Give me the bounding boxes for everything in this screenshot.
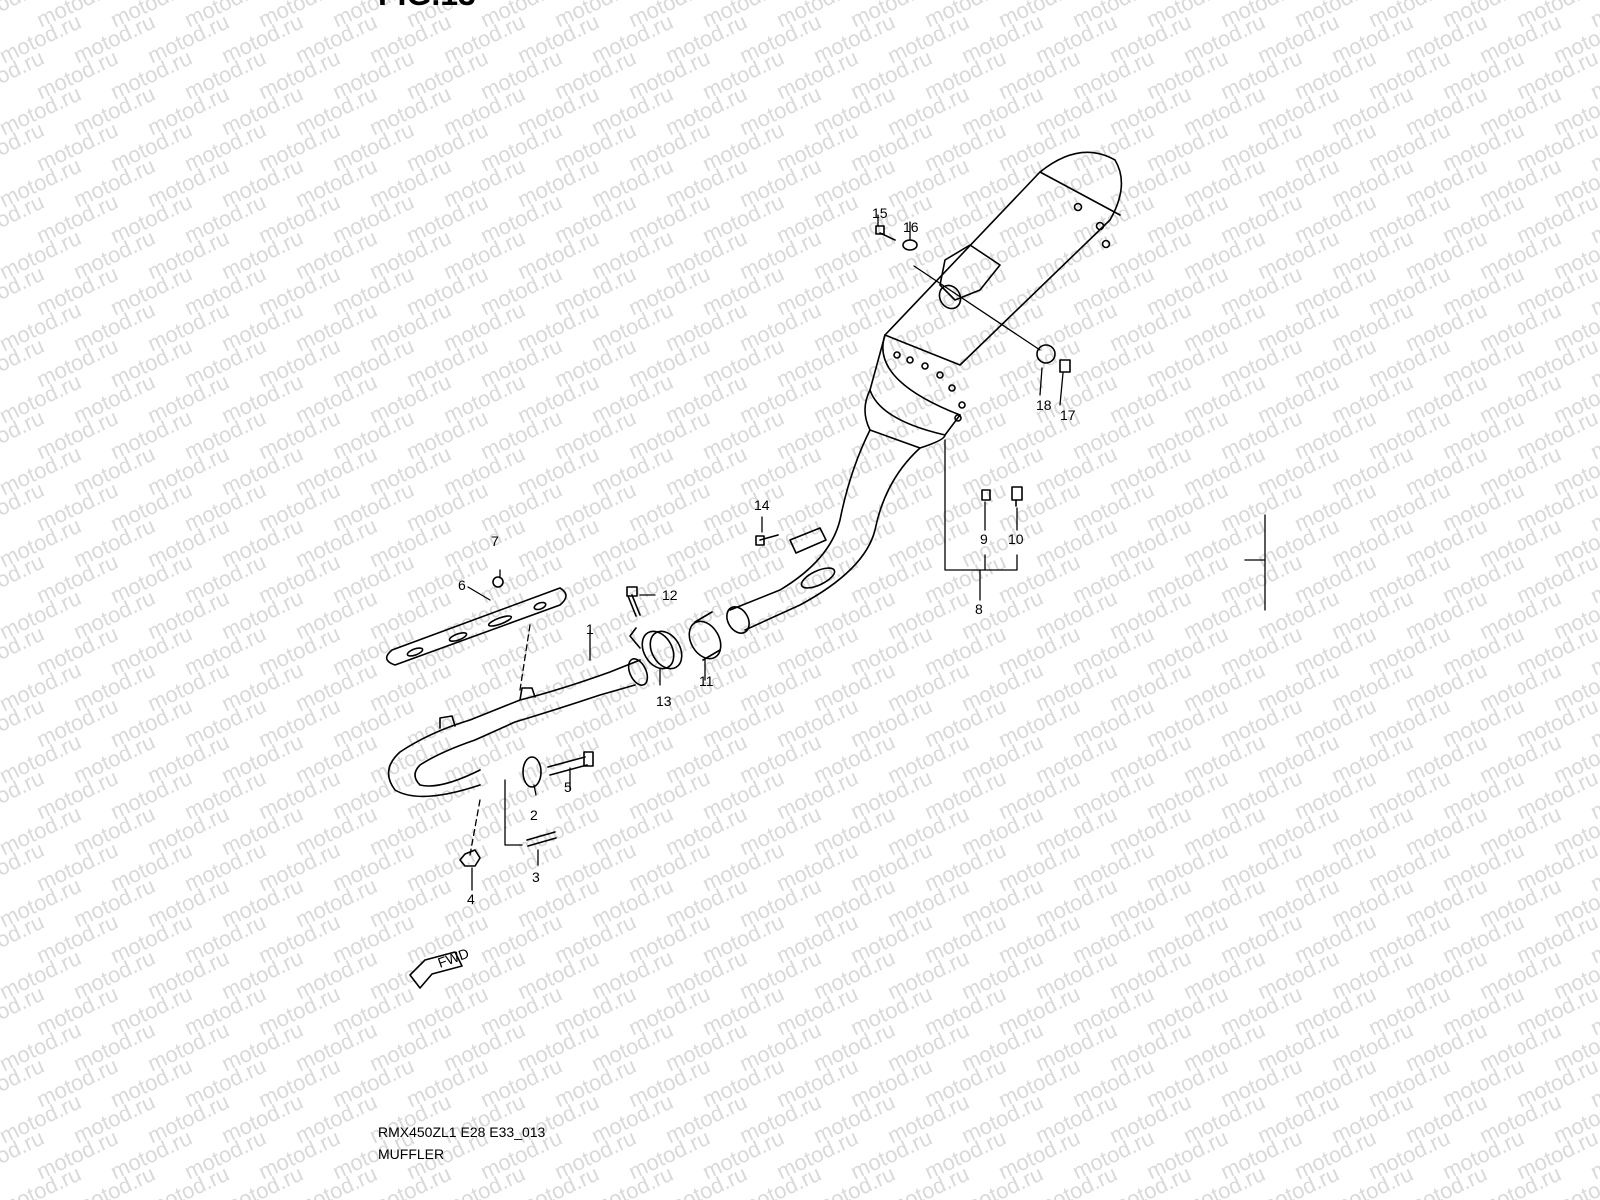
- callout-18: 18: [1036, 397, 1052, 413]
- heat-shield: [385, 587, 567, 666]
- leader-lines: [467, 214, 1266, 891]
- figure-title: FIG.13: [378, 0, 476, 13]
- silencer-body: [864, 151, 1123, 449]
- exhaust-header-pipe: [387, 658, 649, 798]
- callout-8: 8: [975, 601, 983, 617]
- callout-5: 5: [564, 779, 572, 795]
- callout-11: 11: [699, 673, 714, 689]
- callout-6: 6: [458, 577, 466, 593]
- fastener-hardware: [459, 225, 1071, 867]
- callout-14: 14: [754, 497, 770, 513]
- section-name: MUFFLER: [378, 1146, 445, 1162]
- callout-4: 4: [467, 891, 475, 907]
- callout-1: 1: [586, 621, 594, 637]
- callout-17: 17: [1060, 407, 1076, 423]
- callout-15: 15: [872, 205, 888, 221]
- fwd-arrow-icon: [409, 951, 463, 989]
- callout-9: 9: [980, 531, 988, 547]
- callout-3: 3: [532, 869, 540, 885]
- mid-pipe: [726, 429, 921, 634]
- callout-13: 13: [656, 693, 672, 709]
- model-code: RMX450ZL1 E28 E33_013: [378, 1124, 546, 1140]
- callout-12: 12: [662, 587, 678, 603]
- callout-7: 7: [491, 533, 499, 549]
- callout-16: 16: [903, 219, 919, 235]
- callout-10: 10: [1008, 531, 1024, 547]
- seal-and-clamp: [629, 611, 722, 670]
- callout-2: 2: [530, 807, 538, 823]
